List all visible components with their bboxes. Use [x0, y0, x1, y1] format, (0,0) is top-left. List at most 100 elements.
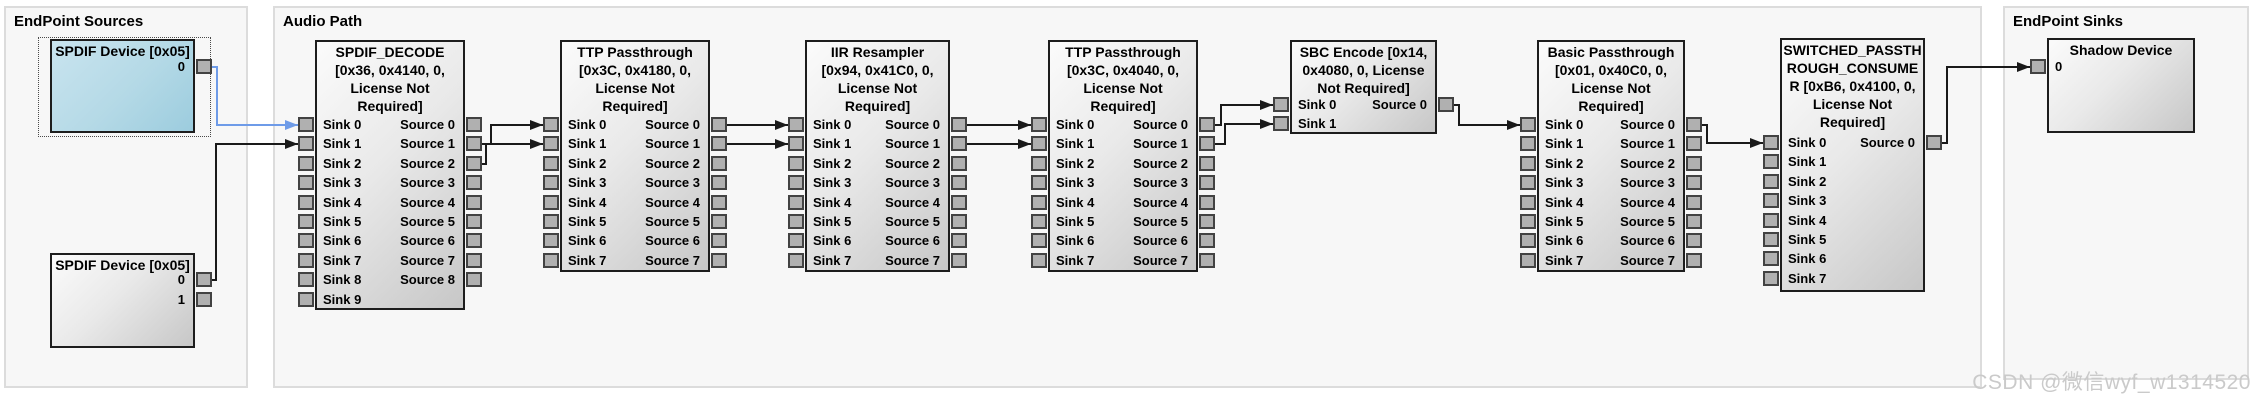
port-tab-switched-passthrough-consumer-sink-4[interactable]: [1763, 213, 1779, 228]
port-tab-iir-resampler-sink-4[interactable]: [788, 195, 804, 210]
port-tab-spdif-decode-sink-8[interactable]: [298, 272, 314, 287]
port-tab-spdif-decode-sink-7[interactable]: [298, 253, 314, 268]
port-tab-switched-passthrough-consumer-source-0[interactable]: [1926, 135, 1942, 150]
port-tab-ttp-passthrough-1-source-4[interactable]: [711, 195, 727, 210]
port-tab-ttp-passthrough-2-sink-7[interactable]: [1031, 253, 1047, 268]
port-tab-ttp-passthrough-1-source-0[interactable]: [711, 117, 727, 132]
port-tab-switched-passthrough-consumer-sink-6[interactable]: [1763, 251, 1779, 266]
node-iir-resampler[interactable]: IIR Resampler[0x94, 0x41C0, 0,License No…: [788, 40, 967, 272]
port-tab-basic-passthrough-source-3[interactable]: [1686, 175, 1702, 190]
port-tab-spdif-decode-sink-1[interactable]: [298, 136, 314, 151]
port-tab-iir-resampler-source-1[interactable]: [951, 136, 967, 151]
port-tab-spdif-decode-sink-2[interactable]: [298, 156, 314, 171]
port-tab-switched-passthrough-consumer-sink-7[interactable]: [1763, 271, 1779, 286]
port-tab-spdif-decode-sink-9[interactable]: [298, 292, 314, 307]
port-tab-ttp-passthrough-2-source-6[interactable]: [1199, 233, 1215, 248]
port-tab-spdif-decode-source-5[interactable]: [466, 214, 482, 229]
port-tab-iir-resampler-source-5[interactable]: [951, 214, 967, 229]
port-tab-spdif-decode-source-2[interactable]: [466, 156, 482, 171]
port-tab-basic-passthrough-source-6[interactable]: [1686, 233, 1702, 248]
port-tab-sbc-encode-source-0[interactable]: [1438, 97, 1454, 112]
port-tab-spdif-decode-sink-5[interactable]: [298, 214, 314, 229]
port-tab-ttp-passthrough-1-source-5[interactable]: [711, 214, 727, 229]
port-tab-ttp-passthrough-1-sink-7[interactable]: [543, 253, 559, 268]
port-tab-switched-passthrough-consumer-sink-1[interactable]: [1763, 154, 1779, 169]
port-tab-ttp-passthrough-2-source-2[interactable]: [1199, 156, 1215, 171]
port-tab-ttp-passthrough-1-sink-0[interactable]: [543, 117, 559, 132]
port-tab-iir-resampler-source-7[interactable]: [951, 253, 967, 268]
port-tab-basic-passthrough-sink-7[interactable]: [1520, 253, 1536, 268]
port-tab-ttp-passthrough-1-sink-2[interactable]: [543, 156, 559, 171]
port-tab-ttp-passthrough-1-source-1[interactable]: [711, 136, 727, 151]
port-tab-iir-resampler-sink-6[interactable]: [788, 233, 804, 248]
port-tab-ttp-passthrough-1-source-6[interactable]: [711, 233, 727, 248]
port-tab-switched-passthrough-consumer-sink-3[interactable]: [1763, 193, 1779, 208]
port-tab-spdif-decode-source-3[interactable]: [466, 175, 482, 190]
port-tab-iir-resampler-source-2[interactable]: [951, 156, 967, 171]
port-tab-spdif-decode-source-7[interactable]: [466, 253, 482, 268]
port-tab-ttp-passthrough-2-sink-1[interactable]: [1031, 136, 1047, 151]
port-tab-basic-passthrough-source-1[interactable]: [1686, 136, 1702, 151]
port-tab-ttp-passthrough-1-sink-4[interactable]: [543, 195, 559, 210]
port-tab-spdif-device-1-0[interactable]: [196, 59, 212, 74]
port-tab-ttp-passthrough-2-source-3[interactable]: [1199, 175, 1215, 190]
port-tab-basic-passthrough-sink-5[interactable]: [1520, 214, 1536, 229]
port-tab-ttp-passthrough-1-source-7[interactable]: [711, 253, 727, 268]
port-tab-ttp-passthrough-1-source-3[interactable]: [711, 175, 727, 190]
port-tab-ttp-passthrough-1-sink-1[interactable]: [543, 136, 559, 151]
port-tab-basic-passthrough-source-0[interactable]: [1686, 117, 1702, 132]
port-tab-spdif-device-2-1[interactable]: [196, 292, 212, 307]
port-tab-spdif-device-2-0[interactable]: [196, 272, 212, 287]
node-spdif-decode[interactable]: SPDIF_DECODE[0x36, 0x4140, 0,License Not…: [298, 40, 482, 310]
port-tab-ttp-passthrough-2-sink-0[interactable]: [1031, 117, 1047, 132]
port-tab-ttp-passthrough-2-source-0[interactable]: [1199, 117, 1215, 132]
port-tab-iir-resampler-source-6[interactable]: [951, 233, 967, 248]
port-tab-basic-passthrough-sink-0[interactable]: [1520, 117, 1536, 132]
port-tab-ttp-passthrough-2-source-7[interactable]: [1199, 253, 1215, 268]
port-tab-iir-resampler-source-0[interactable]: [951, 117, 967, 132]
port-tab-spdif-decode-sink-6[interactable]: [298, 233, 314, 248]
port-tab-spdif-decode-sink-4[interactable]: [298, 195, 314, 210]
port-tab-ttp-passthrough-2-sink-3[interactable]: [1031, 175, 1047, 190]
port-tab-basic-passthrough-sink-3[interactable]: [1520, 175, 1536, 190]
port-tab-sbc-encode-sink-1[interactable]: [1273, 116, 1289, 131]
node-basic-passthrough[interactable]: Basic Passthrough[0x01, 0x40C0, 0,Licens…: [1520, 40, 1702, 272]
node-ttp-passthrough-1[interactable]: TTP Passthrough[0x3C, 0x4180, 0,License …: [543, 40, 727, 272]
port-tab-spdif-decode-source-4[interactable]: [466, 195, 482, 210]
port-tab-basic-passthrough-sink-6[interactable]: [1520, 233, 1536, 248]
port-tab-ttp-passthrough-2-sink-2[interactable]: [1031, 156, 1047, 171]
port-tab-ttp-passthrough-1-sink-6[interactable]: [543, 233, 559, 248]
port-tab-sbc-encode-sink-0[interactable]: [1273, 97, 1289, 112]
port-tab-basic-passthrough-sink-4[interactable]: [1520, 195, 1536, 210]
port-tab-basic-passthrough-sink-2[interactable]: [1520, 156, 1536, 171]
port-tab-ttp-passthrough-2-source-1[interactable]: [1199, 136, 1215, 151]
port-tab-switched-passthrough-consumer-sink-5[interactable]: [1763, 232, 1779, 247]
port-tab-spdif-decode-sink-3[interactable]: [298, 175, 314, 190]
port-tab-ttp-passthrough-1-sink-3[interactable]: [543, 175, 559, 190]
port-tab-ttp-passthrough-1-source-2[interactable]: [711, 156, 727, 171]
port-tab-iir-resampler-source-3[interactable]: [951, 175, 967, 190]
port-tab-iir-resampler-source-4[interactable]: [951, 195, 967, 210]
port-tab-iir-resampler-sink-0[interactable]: [788, 117, 804, 132]
port-tab-basic-passthrough-source-2[interactable]: [1686, 156, 1702, 171]
port-tab-iir-resampler-sink-3[interactable]: [788, 175, 804, 190]
port-tab-ttp-passthrough-2-source-4[interactable]: [1199, 195, 1215, 210]
port-tab-basic-passthrough-source-4[interactable]: [1686, 195, 1702, 210]
port-tab-switched-passthrough-consumer-sink-2[interactable]: [1763, 174, 1779, 189]
port-tab-iir-resampler-sink-2[interactable]: [788, 156, 804, 171]
port-tab-spdif-decode-source-8[interactable]: [466, 272, 482, 287]
node-spdif-device-1[interactable]: SPDIF Device [0x05]0: [50, 39, 212, 133]
port-tab-iir-resampler-sink-7[interactable]: [788, 253, 804, 268]
port-tab-basic-passthrough-sink-1[interactable]: [1520, 136, 1536, 151]
node-ttp-passthrough-2[interactable]: TTP Passthrough[0x3C, 0x4040, 0,License …: [1031, 40, 1215, 272]
port-tab-ttp-passthrough-1-sink-5[interactable]: [543, 214, 559, 229]
port-tab-ttp-passthrough-2-source-5[interactable]: [1199, 214, 1215, 229]
port-tab-iir-resampler-sink-5[interactable]: [788, 214, 804, 229]
port-tab-switched-passthrough-consumer-sink-0[interactable]: [1763, 135, 1779, 150]
port-tab-spdif-decode-sink-0[interactable]: [298, 117, 314, 132]
port-tab-spdif-decode-source-1[interactable]: [466, 136, 482, 151]
